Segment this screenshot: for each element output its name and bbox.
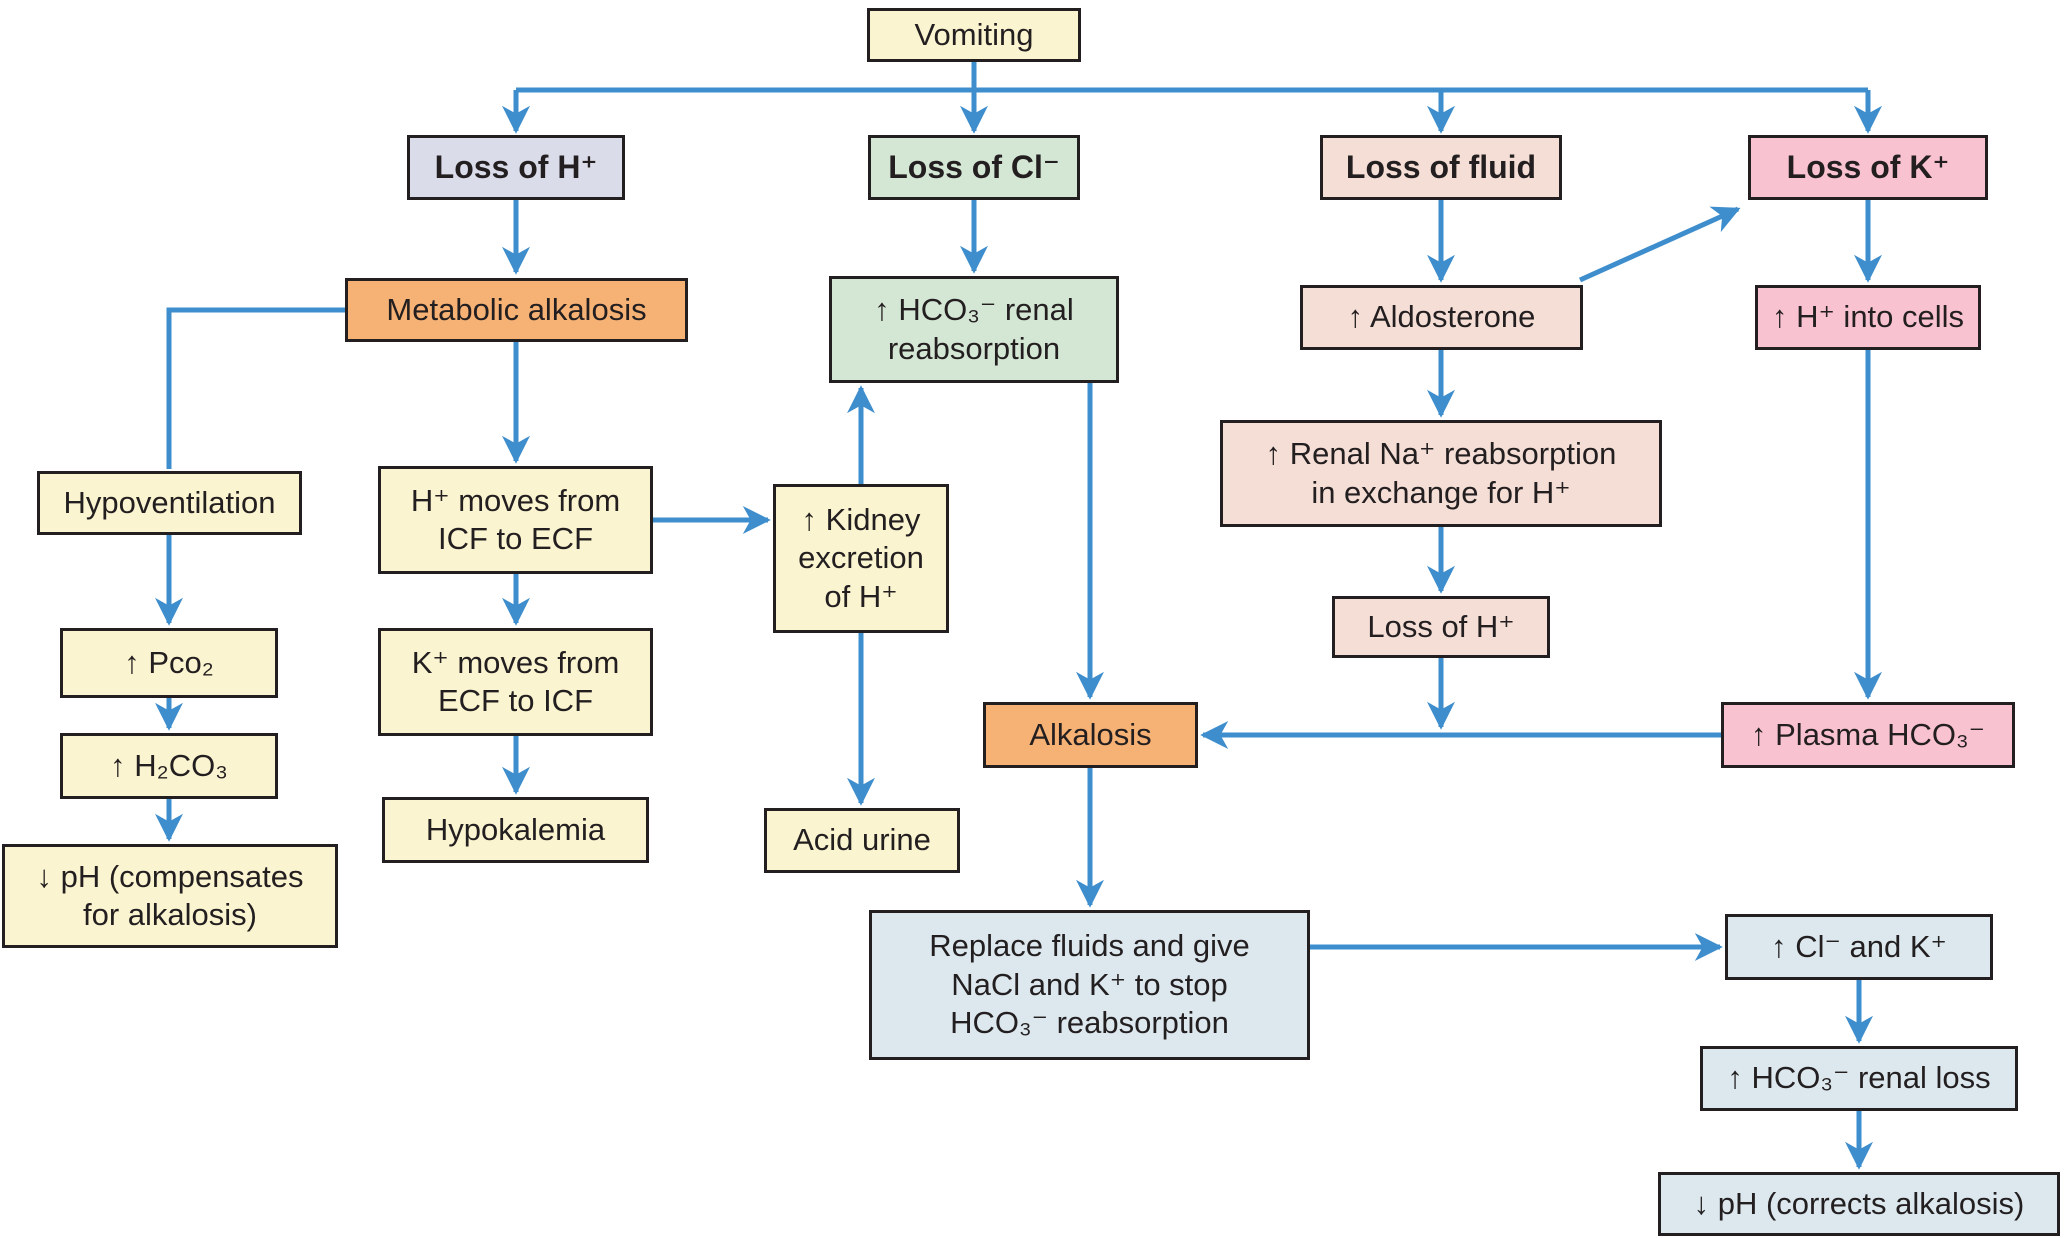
node-vomiting-label: Vomiting [914, 16, 1034, 52]
node-h-moves-icf-ecf-label: H⁺ moves from ICF to ECF [410, 482, 621, 556]
node-ph-compensates-label: ↓ pH (compensates for alkalosis) [36, 858, 304, 932]
node-kidney-excretion: ↑ Kidney excretion of H⁺ [773, 484, 949, 633]
node-k-moves-ecf-icf: K⁺ moves from ECF to ICF [378, 628, 653, 736]
node-hypoventilation-label: Hypoventilation [63, 484, 276, 520]
node-replace-fluids-label: Replace fluids and give NaCl and K⁺ to s… [929, 928, 1250, 1041]
node-loss-of-fluid-label: Loss of fluid [1345, 148, 1537, 185]
node-aldosterone: ↑ Aldosterone [1300, 285, 1583, 350]
node-hco3-renal-reabsorption: ↑ HCO₃⁻ renal reabsorption [829, 276, 1119, 383]
node-hypokalemia: Hypokalemia [382, 797, 649, 863]
node-k-moves-ecf-icf-label: K⁺ moves from ECF to ICF [411, 644, 620, 718]
node-pco2: ↑ Pᴄᴏ₂ [60, 628, 278, 698]
node-hypoventilation: Hypoventilation [37, 471, 302, 535]
node-replace-fluids: Replace fluids and give NaCl and K⁺ to s… [869, 910, 1310, 1060]
node-vomiting: Vomiting [867, 8, 1081, 62]
edge-metabolic-to-hypoventilation [166, 307, 345, 469]
node-alkalosis: Alkalosis [983, 702, 1198, 768]
node-hco3-renal-loss-label: ↑ HCO₃⁻ renal loss [1727, 1060, 1991, 1096]
node-metabolic-alkalosis: Metabolic alkalosis [345, 278, 688, 342]
node-h2co3-label: ↑ H₂CO₃ [110, 747, 228, 783]
node-alkalosis-label: Alkalosis [1029, 716, 1152, 752]
node-hco3-renal-reabsorption-label: ↑ HCO₃⁻ renal reabsorption [874, 292, 1074, 366]
node-loss-of-cl: Loss of Cl⁻ [868, 135, 1080, 200]
edge-aldosterone-to-loss-of-k [1578, 206, 1741, 283]
node-plasma-hco3: ↑ Plasma HCO₃⁻ [1721, 702, 2015, 768]
node-kidney-excretion-label: ↑ Kidney excretion of H⁺ [798, 501, 924, 614]
node-renal-na-reabsorption: ↑ Renal Na⁺ reabsorption in exchange for… [1220, 420, 1662, 527]
node-ph-corrects: ↓ pH (corrects alkalosis) [1658, 1172, 2060, 1236]
node-renal-na-reabsorption-label: ↑ Renal Na⁺ reabsorption in exchange for… [1265, 436, 1617, 510]
node-h-moves-icf-ecf: H⁺ moves from ICF to ECF [378, 466, 653, 574]
node-cl-and-k-label: ↑ Cl⁻ and K⁺ [1771, 928, 1947, 964]
node-acid-urine-label: Acid urine [793, 822, 931, 858]
edge-vomiting-fanout [516, 62, 1868, 93]
node-cl-and-k: ↑ Cl⁻ and K⁺ [1725, 914, 1993, 980]
node-acid-urine: Acid urine [764, 808, 960, 873]
node-hypokalemia-label: Hypokalemia [425, 811, 606, 847]
node-loss-of-k-label: Loss of K⁺ [1786, 148, 1950, 185]
node-loss-of-h: Loss of H⁺ [407, 135, 625, 200]
node-h-into-cells-label: ↑ H⁺ into cells [1771, 299, 1965, 335]
node-loss-of-h-renal: Loss of H⁺ [1332, 596, 1550, 658]
node-aldosterone-label: ↑ Aldosterone [1347, 299, 1536, 335]
node-metabolic-alkalosis-label: Metabolic alkalosis [386, 291, 647, 327]
node-ph-compensates: ↓ pH (compensates for alkalosis) [2, 844, 338, 948]
node-h2co3: ↑ H₂CO₃ [60, 733, 278, 799]
node-loss-of-h-label: Loss of H⁺ [434, 148, 598, 185]
node-loss-of-fluid: Loss of fluid [1320, 135, 1562, 200]
node-hco3-renal-loss: ↑ HCO₃⁻ renal loss [1700, 1046, 2018, 1111]
node-h-into-cells: ↑ H⁺ into cells [1755, 285, 1981, 350]
node-plasma-hco3-label: ↑ Plasma HCO₃⁻ [1751, 716, 1985, 752]
node-loss-of-cl-label: Loss of Cl⁻ [888, 148, 1060, 185]
node-ph-corrects-label: ↓ pH (corrects alkalosis) [1693, 1185, 2025, 1221]
node-loss-of-h-renal-label: Loss of H⁺ [1367, 608, 1515, 644]
node-loss-of-k: Loss of K⁺ [1748, 135, 1988, 200]
node-pco2-label: ↑ Pᴄᴏ₂ [124, 644, 214, 680]
